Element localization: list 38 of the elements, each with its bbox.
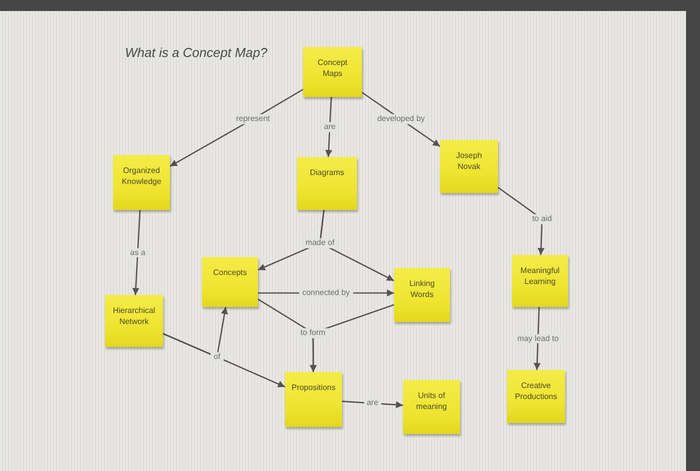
edge-label: of <box>210 352 224 362</box>
edge-label: are <box>364 398 382 408</box>
sticky-note <box>285 372 342 427</box>
sticky-note <box>403 380 460 434</box>
sticky-note <box>507 370 565 423</box>
note-text: Concept Maps <box>316 57 348 80</box>
note-text: Propositions <box>291 382 336 394</box>
sticky-note <box>297 157 357 210</box>
sticky-note <box>303 47 362 97</box>
arrow <box>132 210 141 296</box>
note-text: Meaningful Learning <box>519 265 561 288</box>
sticky-note <box>440 140 498 193</box>
arrow <box>162 333 286 388</box>
note-text: Organized Knowledge <box>120 165 162 188</box>
sticky-note <box>394 268 450 322</box>
note-text: Creative Productions <box>514 380 558 402</box>
sticky-note <box>202 257 258 307</box>
diagram-title: What is a Concept Map? <box>125 45 268 60</box>
edge-label: to aid <box>529 214 555 224</box>
note-text: Diagrams <box>310 167 344 178</box>
edge-label: are <box>321 122 339 132</box>
edge-label: developed by <box>374 114 428 124</box>
edge-label: made of <box>302 238 338 248</box>
arrow <box>170 88 304 167</box>
note-text: Linking Words <box>408 278 436 300</box>
edge-label: represent <box>233 114 273 124</box>
sticky-note <box>105 295 163 347</box>
arrow <box>534 306 541 370</box>
sticky-note <box>113 155 170 210</box>
arrow <box>325 96 332 158</box>
note-text: Concepts <box>213 267 247 278</box>
note-text: Hierarchical Network <box>112 305 156 328</box>
sticky-note <box>512 255 568 307</box>
edge-label: as a <box>127 248 148 258</box>
edge-label: to form <box>298 328 328 338</box>
note-text: Units of meaning <box>415 390 448 412</box>
note-text: Joseph Novak <box>455 150 483 172</box>
arrow <box>342 400 404 408</box>
